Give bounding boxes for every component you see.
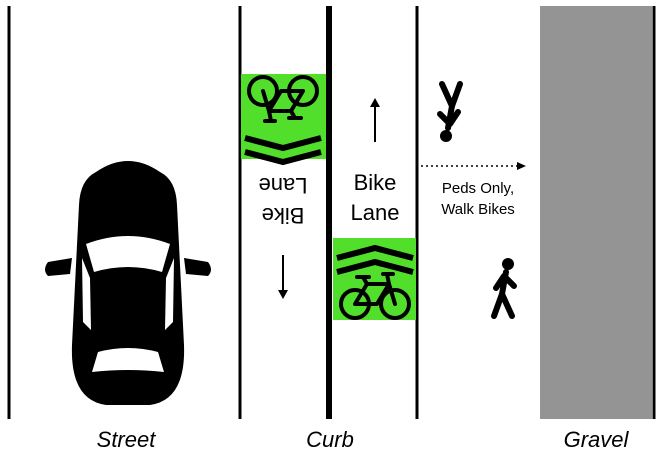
sidewalk-label-line: Peds Only, [441, 180, 515, 197]
zone-label-gravel: Gravel [563, 427, 629, 452]
car-top-view-icon [45, 161, 211, 405]
arrow-up-icon [370, 98, 380, 142]
gravel-area [540, 6, 652, 419]
bike-lane-label-right: Bike Lane [335, 168, 415, 228]
bike-lane-label-line: Lane [350, 200, 400, 225]
bike-lane-marking-right [333, 238, 416, 320]
lane-lines [7, 6, 656, 419]
bike-lane-label-line: Lane [258, 173, 308, 198]
pedestrian-icon [440, 84, 460, 142]
bike-lane-label-line: Bike [261, 203, 305, 228]
bike-lane-label-left: Bike Lane [243, 170, 323, 230]
zone-label-street: Street [96, 427, 156, 452]
sidewalk-label: Peds Only, Walk Bikes [418, 178, 538, 220]
arrow-down-icon [278, 255, 288, 299]
sidewalk-label-line: Walk Bikes [441, 201, 515, 218]
zone-label-curb: Curb [306, 427, 354, 452]
dotted-arrow-icon [421, 162, 526, 170]
bike-lane-label-line: Bike [353, 170, 397, 195]
pedestrian-icon [494, 258, 514, 316]
